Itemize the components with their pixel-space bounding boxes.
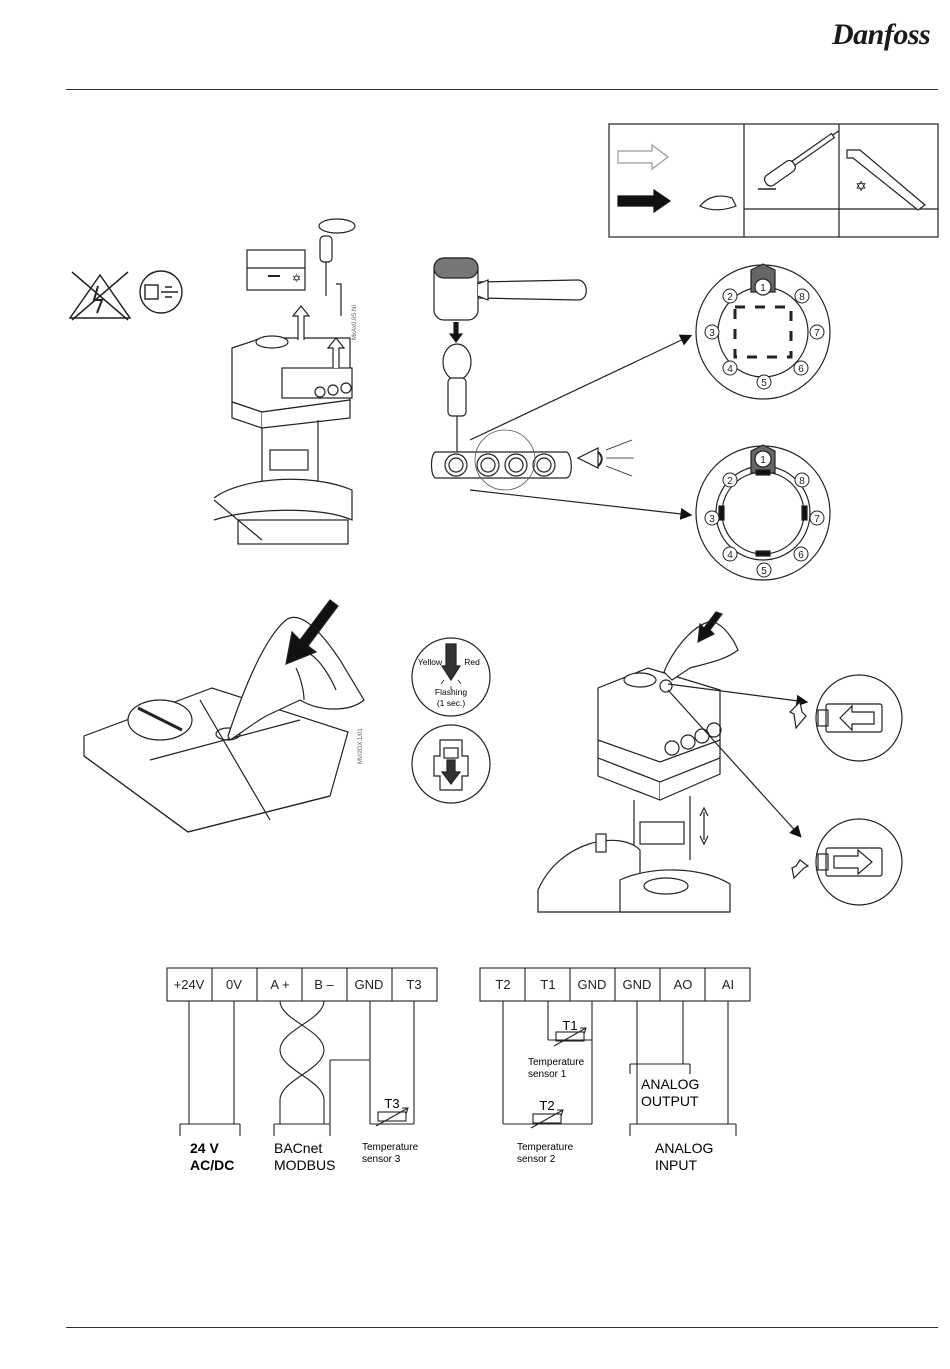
wiring-diagram-right — [480, 968, 750, 1136]
svg-text:4: 4 — [727, 550, 733, 561]
actuator-operation-illustration — [538, 612, 806, 912]
sensor2-label-line2: sensor 2 — [517, 1154, 556, 1165]
svg-text:T3: T3 — [406, 977, 421, 992]
svg-text:1: 1 — [760, 455, 766, 466]
svg-text:AI: AI — [722, 977, 734, 992]
indicator-duration: (1 sec.) — [437, 698, 466, 708]
analog-input-line2: INPUT — [655, 1157, 697, 1173]
connector-extend-icon — [792, 819, 902, 905]
hammer-illustration — [432, 258, 691, 515]
svg-text:2: 2 — [727, 292, 733, 303]
svg-text:T2: T2 — [495, 977, 510, 992]
indicator-flashing: Flashing — [435, 687, 467, 697]
sensor-t2-label: T2 — [539, 1098, 554, 1113]
power-label-line2: AC/DC — [190, 1157, 234, 1173]
svg-text:8: 8 — [799, 292, 805, 303]
no-voltage-warning-icon — [70, 272, 130, 320]
svg-text:8: 8 — [799, 476, 805, 487]
svg-text:GND: GND — [355, 977, 384, 992]
connector-retract-icon — [790, 675, 902, 761]
sensor3-label-line1: Temperature — [362, 1142, 419, 1153]
svg-text:4: 4 — [727, 364, 733, 375]
bus-label-line2: MODBUS — [274, 1157, 335, 1173]
svg-text:✡: ✡ — [292, 273, 301, 285]
svg-text:+24V: +24V — [174, 977, 205, 992]
svg-text:7: 7 — [814, 514, 820, 525]
svg-text:GND: GND — [623, 977, 652, 992]
sensor3-label-line2: sensor 3 — [362, 1154, 401, 1165]
svg-text:T1: T1 — [540, 977, 555, 992]
svg-text:1: 1 — [760, 283, 766, 294]
analog-output-line2: OUTPUT — [641, 1093, 699, 1109]
tool-legend — [609, 124, 938, 237]
svg-text:6: 6 — [798, 550, 804, 561]
svg-text:5: 5 — [761, 378, 767, 389]
sensor-t3-label: T3 — [384, 1096, 399, 1111]
power-label-line1: 24 V — [190, 1140, 219, 1156]
svg-text:0V: 0V — [226, 977, 242, 992]
figure-code-2: MV/2DX.1/01 — [358, 728, 364, 764]
svg-text:A +: A + — [270, 977, 289, 992]
solid-arrow-icon — [618, 190, 670, 212]
svg-text:B –: B – — [314, 977, 334, 992]
plug-connector-icon — [412, 725, 490, 803]
svg-text:2: 2 — [727, 476, 733, 487]
unplug-icon — [140, 271, 182, 313]
svg-text:GND: GND — [578, 977, 607, 992]
screwdriver-icon — [763, 126, 844, 187]
svg-text:3: 3 — [709, 328, 715, 339]
indicator-red: Red — [464, 657, 480, 667]
svg-text:3: 3 — [709, 514, 715, 525]
cover-press-illustration — [84, 600, 364, 832]
sensor1-label-line2: sensor 1 — [528, 1069, 567, 1080]
figure-code-1: MxAx0.0S.NI — [352, 305, 358, 340]
sensor1-label-line1: Temperature — [528, 1057, 585, 1068]
svg-text:5: 5 — [761, 566, 767, 577]
svg-text:6: 6 — [798, 364, 804, 375]
svg-text:AO: AO — [674, 977, 693, 992]
ring-top-labels: 1 2 3 4 5 6 7 8 — [705, 283, 824, 389]
analog-input-line1: ANALOG — [655, 1140, 713, 1156]
analog-output-line1: ANALOG — [641, 1076, 699, 1092]
sensor-t1-label: T1 — [562, 1018, 577, 1033]
actuator-removal-illustration: ✡ — [214, 219, 355, 544]
torx-mark: ✡ — [855, 178, 867, 194]
hand-icon — [700, 196, 736, 210]
open-arrow-icon — [618, 145, 668, 169]
svg-text:7: 7 — [814, 328, 820, 339]
indicator-yellow: Yellow — [418, 657, 443, 667]
sensor2-label-line1: Temperature — [517, 1142, 574, 1153]
bus-label-line1: BACnet — [274, 1140, 322, 1156]
